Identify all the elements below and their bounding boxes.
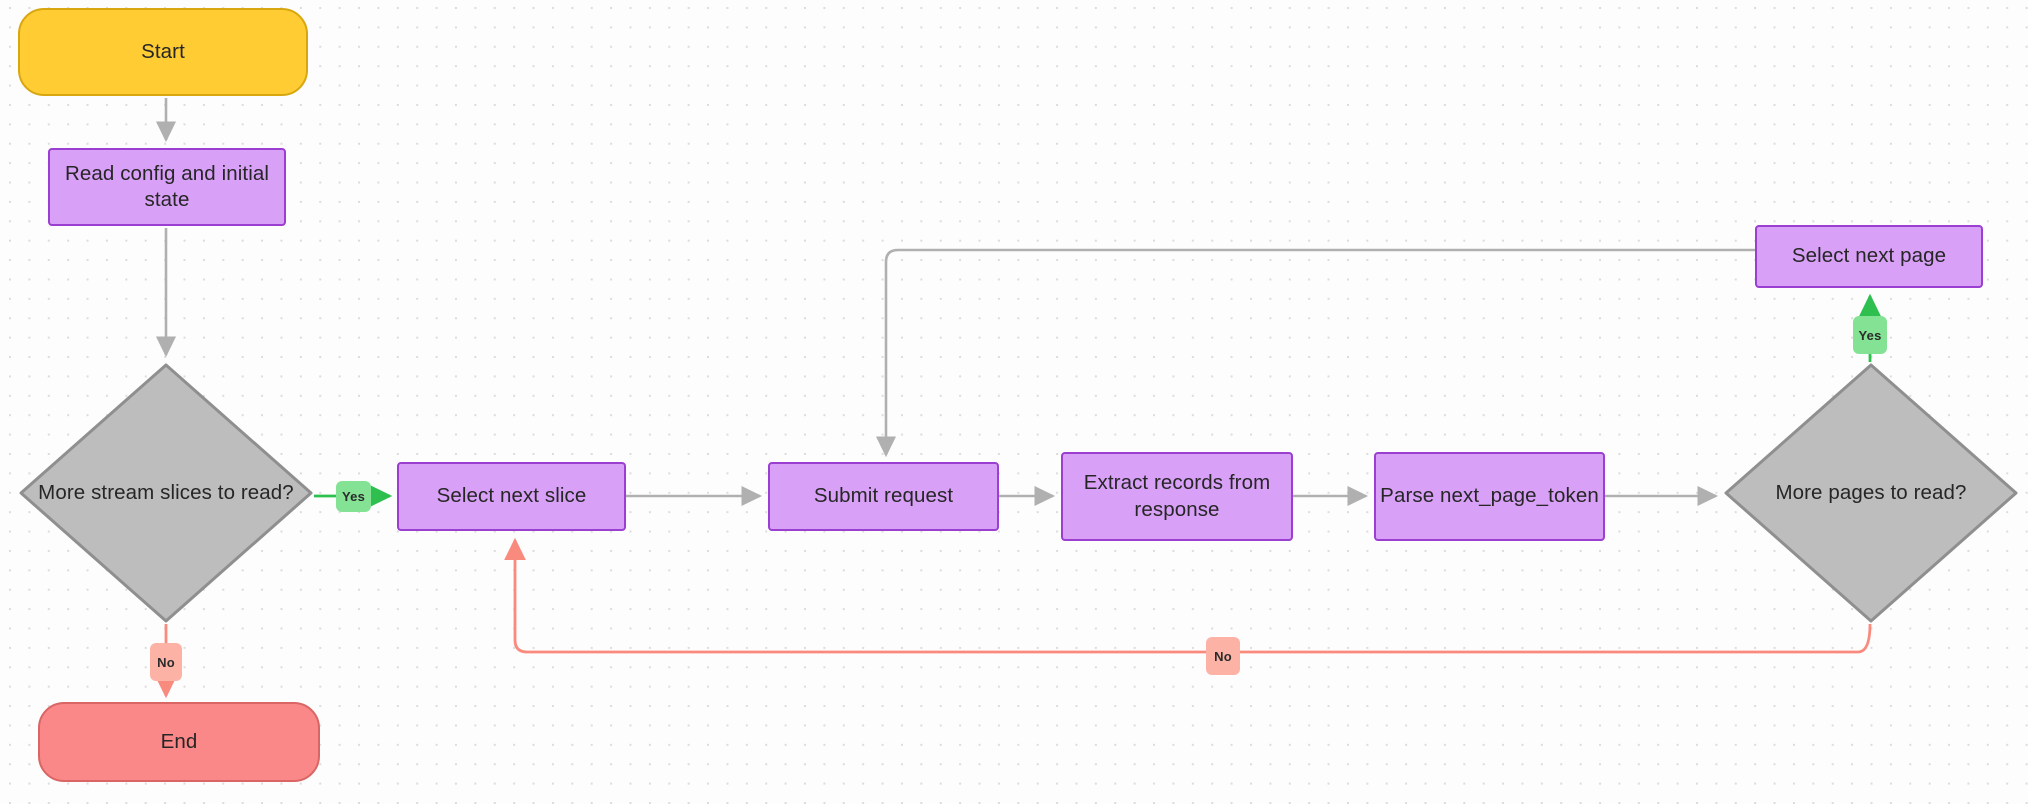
node-extract-records[interactable]: Extract records from response <box>1061 452 1293 541</box>
node-more-stream-slices[interactable]: More stream slices to read? <box>18 362 314 624</box>
node-more-stream-slices-label: More stream slices to read? <box>38 480 294 504</box>
edge-label-pages-yes: Yes <box>1853 316 1887 354</box>
node-more-pages[interactable]: More pages to read? <box>1723 362 2019 624</box>
node-submit-request-label: Submit request <box>813 484 954 508</box>
edge-page-back-to-submit <box>875 248 1755 458</box>
node-start[interactable]: Start <box>18 8 308 96</box>
node-submit-request[interactable]: Submit request <box>768 462 999 531</box>
node-start-label: Start <box>141 39 185 63</box>
node-more-pages-label: More pages to read? <box>1775 480 1967 504</box>
node-parse-next-page-token-label: Parse next_page_token <box>1380 484 1599 508</box>
node-select-next-page-label: Select next page <box>1791 244 1947 268</box>
node-parse-next-page-token[interactable]: Parse next_page_token <box>1374 452 1605 541</box>
edge-pages-no-to-slice <box>504 537 1872 654</box>
edge-label-text: Yes <box>1858 327 1882 343</box>
node-extract-records-label: Extract records from response <box>1083 471 1271 521</box>
diamond-shape <box>19 363 313 623</box>
node-select-next-slice-label: Select next slice <box>436 484 587 508</box>
edge-label-text: Yes <box>341 489 365 504</box>
node-end[interactable]: End <box>38 702 320 782</box>
edge-label-text: No <box>157 654 175 670</box>
edge-label-slices-no: No <box>150 643 182 681</box>
node-read-config[interactable]: Read config and initial state <box>48 148 286 226</box>
node-read-config-label: Read config and initial state <box>64 161 270 211</box>
node-end-label: End <box>160 729 198 753</box>
node-select-next-slice[interactable]: Select next slice <box>397 462 626 531</box>
edge-label-pages-no: No <box>1206 637 1240 675</box>
edge-label-text: No <box>1214 648 1232 664</box>
edge-label-slices-yes: Yes <box>336 481 371 512</box>
node-select-next-page[interactable]: Select next page <box>1755 225 1983 288</box>
